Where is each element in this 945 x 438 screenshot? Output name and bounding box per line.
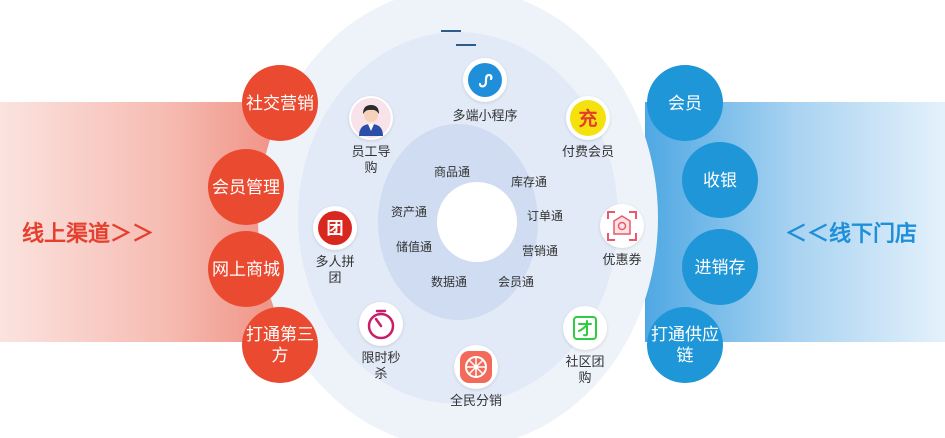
- center-circle: [437, 182, 517, 262]
- feature-label: 优惠券: [602, 252, 642, 267]
- online-channel-title: 线上渠道＞＞: [22, 221, 155, 246]
- paid-icon-glyph: 充: [578, 107, 597, 130]
- feature-group-buy[interactable]: 团 多人拼团: [298, 206, 372, 286]
- feature-label: 限时秒杀: [361, 350, 401, 381]
- offline-band: [645, 102, 945, 342]
- feature-coupon[interactable]: 优惠券: [582, 204, 662, 268]
- feature-label: 付费会员: [562, 144, 615, 159]
- decor-line: [441, 30, 461, 32]
- button-label: 打通供应链: [651, 325, 719, 365]
- button-label: 网上商城: [212, 259, 280, 279]
- distribution-icon: [454, 345, 498, 389]
- member-button[interactable]: 会员: [647, 65, 723, 141]
- inner-ring-label: 资产通: [391, 205, 428, 219]
- third-party-button[interactable]: 打通第三方: [242, 307, 318, 383]
- button-label: 社交营销: [246, 93, 314, 113]
- feature-label: 社区团购: [565, 354, 605, 385]
- button-label: 会员管理: [212, 177, 280, 197]
- supply-chain-button[interactable]: 打通供应链: [647, 307, 723, 383]
- inner-ring-label: 库存通: [511, 175, 548, 189]
- feature-paid-member[interactable]: 充 付费会员: [553, 96, 623, 160]
- inner-ring-label: 储值通: [396, 240, 433, 254]
- button-label: 进销存: [694, 257, 746, 277]
- inventory-button[interactable]: 进销存: [682, 229, 758, 305]
- coupon-icon: [600, 204, 644, 248]
- inner-ring-label: 数据通: [431, 275, 468, 289]
- mini-program-icon: [463, 58, 507, 102]
- community-group-icon: [563, 306, 607, 350]
- offline-channel-title: ＜＜线下门店: [785, 221, 918, 246]
- inner-ring-label: 商品通: [434, 165, 471, 179]
- feature-label: 员工导购: [351, 144, 391, 175]
- online-mall-button[interactable]: 网上商城: [208, 231, 284, 307]
- group-icon-glyph: 团: [327, 219, 344, 239]
- inner-ring-label: 营销通: [522, 244, 559, 258]
- button-label: 收银: [703, 170, 737, 190]
- group-buy-icon: 团: [313, 206, 357, 250]
- social-marketing-button[interactable]: 社交营销: [242, 65, 318, 141]
- feature-staff-guide[interactable]: 员工导购: [336, 96, 406, 176]
- paid-member-icon: 充: [566, 96, 610, 140]
- member-management-button[interactable]: 会员管理: [208, 149, 284, 225]
- feature-flash-sale[interactable]: 限时秒杀: [346, 302, 416, 382]
- feature-mini-program[interactable]: 多端小程序: [442, 58, 528, 124]
- feature-label: 多人拼团: [315, 254, 355, 285]
- button-label: 会员: [668, 93, 702, 113]
- feature-distribution[interactable]: 全民分销: [436, 345, 516, 409]
- button-label: 打通第三方: [246, 325, 314, 365]
- inner-ring-label: 订单通: [527, 209, 564, 223]
- decor-line: [456, 44, 476, 46]
- feature-label: 全民分销: [449, 393, 502, 408]
- staff-guide-icon: [349, 96, 393, 140]
- flash-sale-icon: [359, 302, 403, 346]
- cashier-button[interactable]: 收银: [682, 142, 758, 218]
- feature-label: 多端小程序: [452, 108, 518, 123]
- feature-community-group[interactable]: 社区团购: [550, 306, 620, 386]
- inner-ring-label: 会员通: [498, 275, 535, 289]
